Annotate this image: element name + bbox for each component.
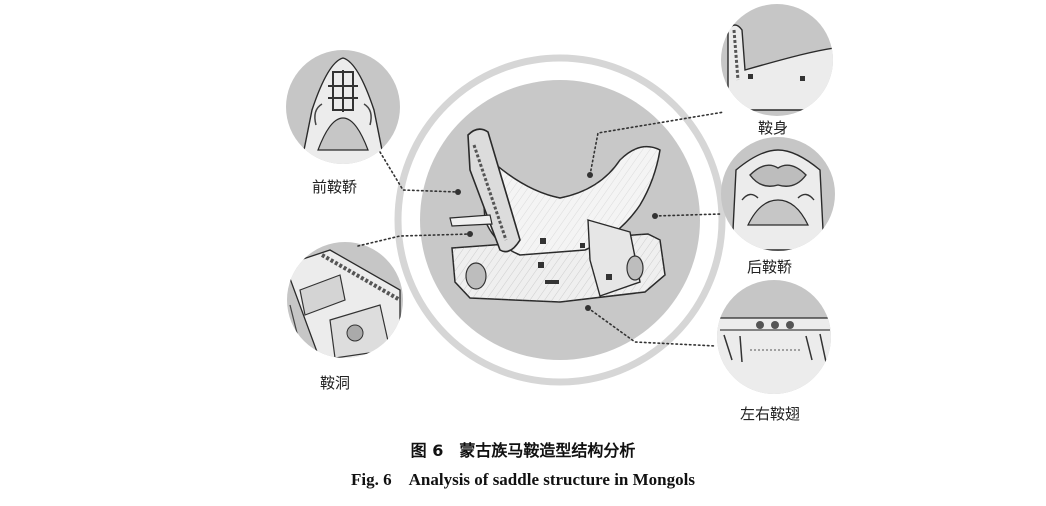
detail-rear-cantle [721, 137, 835, 251]
detail-saddle-hole [287, 242, 403, 358]
leader-front-pommel [379, 151, 459, 193]
label-rear-cantle: 后鞍鞒 [747, 258, 793, 276]
label-saddle-hole: 鞍洞 [320, 374, 351, 392]
figure-caption-chinese: 图 6 蒙古族马鞍造型结构分析 [410, 441, 636, 460]
leader-lines [357, 111, 725, 347]
label-saddle-body: 鞍身 [758, 119, 789, 137]
leader-dots [455, 172, 658, 311]
saddle-illustration [449, 128, 666, 303]
leader-side-flaps [587, 307, 717, 347]
leader-saddle-body [589, 111, 725, 176]
main-saddle-circle [394, 54, 726, 386]
label-side-flaps: 左右鞍翅 [740, 405, 801, 423]
detail-side-flaps [717, 280, 831, 394]
detail-saddle-body [721, 4, 833, 116]
figure-caption-english: Fig. 6 Analysis of saddle structure in M… [351, 470, 695, 489]
leader-saddle-hole [357, 233, 471, 247]
leader-rear-cantle [654, 213, 721, 217]
label-front-pommel: 前鞍鞒 [312, 178, 358, 196]
detail-front-pommel [286, 50, 400, 164]
